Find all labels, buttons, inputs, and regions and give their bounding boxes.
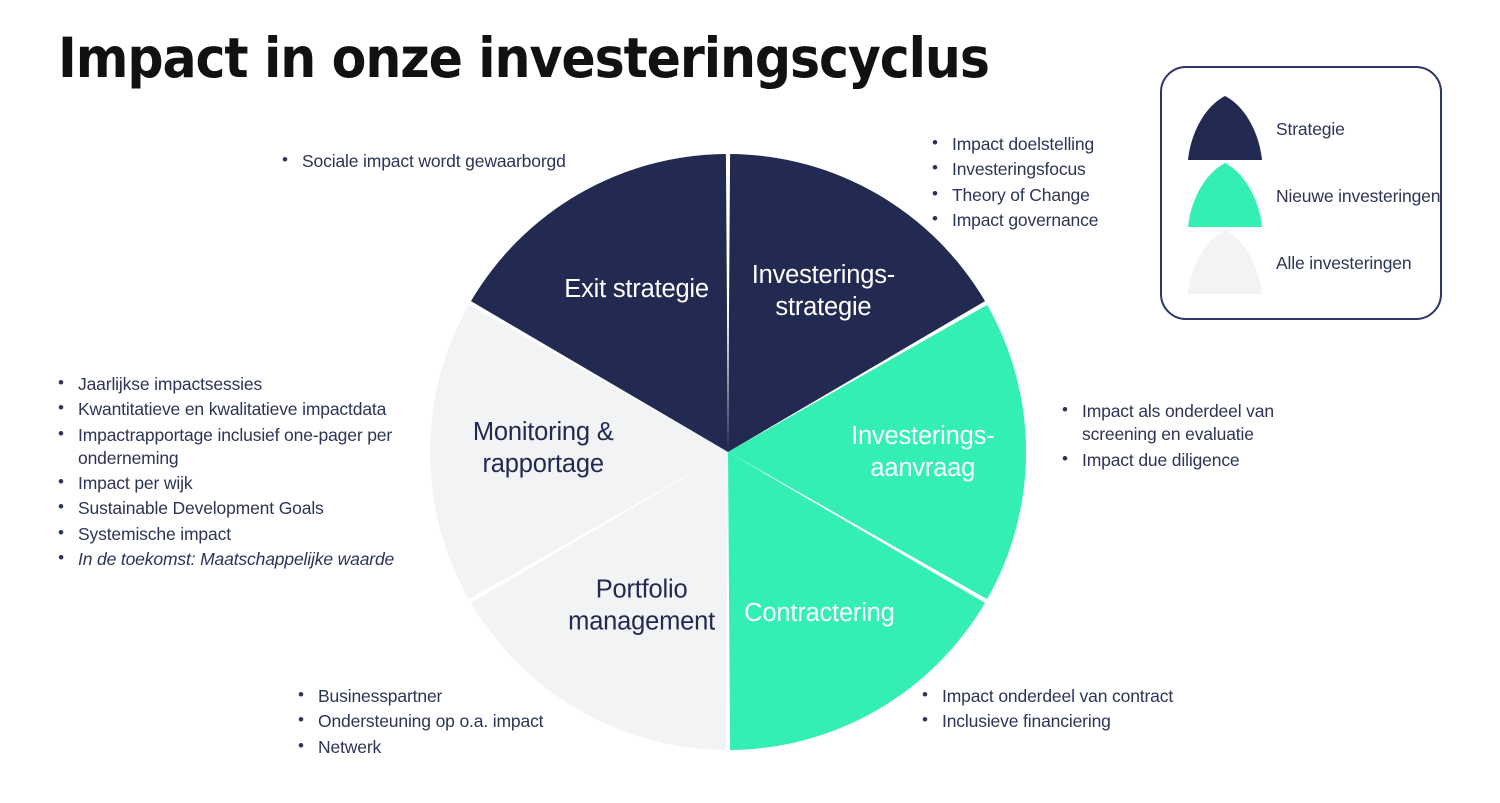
pie-slice-label-investeringsstrategie: Investerings- — [752, 261, 895, 289]
callout-bullet: Ondersteuning op o.a. impact — [296, 709, 586, 733]
callout-bullet: Sustainable Development Goals — [56, 496, 426, 520]
callout-monitoringrapportage: Jaarlijkse impactsessiesKwantitatieve en… — [56, 372, 426, 573]
callout-bullet: Businesspartner — [296, 684, 586, 708]
callout-bullet: Inclusieve financiering — [920, 709, 1220, 733]
legend-item-strategie: Strategie — [1186, 94, 1436, 164]
pie-slice-contractering[interactable] — [728, 452, 986, 750]
legend-item-alle-investeringen: Alle investeringen — [1186, 228, 1436, 298]
callout-list: Impact onderdeel van contractInclusieve … — [920, 684, 1220, 734]
legend-item-nieuwe-investeringen: Nieuwe investeringen — [1186, 161, 1440, 231]
callout-list: Jaarlijkse impactsessiesKwantitatieve en… — [56, 372, 426, 571]
callout-bullet: Impact doelstelling — [930, 132, 1160, 156]
pie-slice-label-portfoliomanagement: management — [568, 608, 715, 636]
pie-slice-label-investeringsaanvraag: aanvraag — [870, 454, 975, 482]
pie-slice-label-investeringsaanvraag: Investerings- — [851, 422, 994, 450]
callout-bullet: Investeringsfocus — [930, 157, 1160, 181]
callout-bullet: Impact per wijk — [56, 471, 426, 495]
callout-contractering: Impact onderdeel van contractInclusieve … — [920, 684, 1220, 736]
callout-bullet: Systemische impact — [56, 522, 426, 546]
pie-slice-label-monitoringrapportage: rapportage — [483, 450, 604, 478]
callout-bullet: Sociale impact wordt gewaarborgd — [280, 149, 620, 173]
callout-bullet: Netwerk — [296, 735, 586, 759]
pie-wedge-icon — [1188, 163, 1262, 227]
pie-slice-investeringsstrategie[interactable] — [728, 154, 986, 453]
legend-label: Nieuwe investeringen — [1276, 185, 1441, 206]
callout-investeringsaanvraag: Impact als onderdeel van screening en ev… — [1060, 399, 1305, 474]
pie-slice-exitstrategie[interactable] — [470, 154, 728, 453]
callout-bullet: Jaarlijkse impactsessies — [56, 372, 426, 396]
callout-exit-strategie: Sociale impact wordt gewaarborgd — [280, 149, 620, 175]
callout-bullet: Impact due diligence — [1060, 448, 1305, 472]
page-title: Impact in onze investeringscyclus — [58, 26, 990, 90]
legend-label: Strategie — [1276, 118, 1345, 139]
callout-bullet: In de toekomst: Maatschappelijke waarde — [56, 547, 426, 571]
callout-list: BusinesspartnerOndersteuning op o.a. imp… — [296, 684, 586, 759]
callout-bullet: Theory of Change — [930, 183, 1160, 207]
callout-bullet: Impact onderdeel van contract — [920, 684, 1220, 708]
pie-wedge-icon — [1188, 96, 1262, 160]
callout-bullet: Impactrapportage inclusief one-pager per… — [56, 423, 426, 471]
pie-slice-portfoliomanagement[interactable] — [470, 452, 728, 750]
pie-slice-monitoringrapportage[interactable] — [429, 304, 728, 600]
legend-label: Alle investeringen — [1276, 252, 1412, 273]
pie-slice-label-exitstrategie: Exit strategie — [564, 275, 709, 303]
callout-portfoliomanagement: BusinesspartnerOndersteuning op o.a. imp… — [296, 684, 586, 761]
callout-list: Impact doelstellingInvesteringsfocusTheo… — [930, 132, 1160, 232]
legend-box: Strategie Nieuwe investeringen Alle inve… — [1160, 66, 1442, 320]
callout-bullet: Impact als onderdeel van screening en ev… — [1060, 399, 1305, 447]
pie-wedge-icon — [1188, 230, 1262, 294]
pie-slice-label-portfoliomanagement: Portfolio — [596, 576, 688, 604]
pie-slice-label-monitoringrapportage: Monitoring & — [473, 418, 614, 446]
callout-list: Sociale impact wordt gewaarborgd — [280, 149, 620, 173]
callout-bullet: Impact governance — [930, 208, 1160, 232]
pie-slice-investeringsaanvraag[interactable] — [728, 304, 1026, 600]
callout-investeringsstrategie: Impact doelstellingInvesteringsfocusTheo… — [930, 132, 1160, 234]
pie-slice-label-contractering: Contractering — [744, 599, 894, 627]
callout-bullet: Kwantitatieve en kwalitatieve impactdata — [56, 397, 426, 421]
callout-list: Impact als onderdeel van screening en ev… — [1060, 399, 1305, 472]
pie-slice-label-investeringsstrategie: strategie — [775, 293, 871, 321]
